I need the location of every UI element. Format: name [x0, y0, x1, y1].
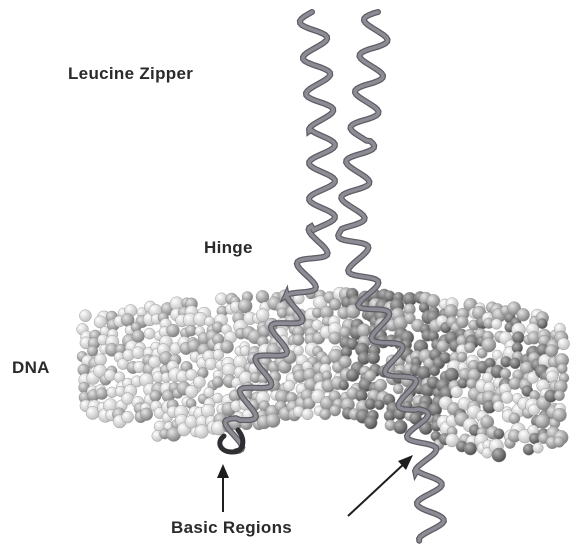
dna-atom — [375, 379, 387, 391]
dna-atom — [558, 338, 570, 350]
dna-atom — [457, 352, 467, 362]
dna-atom — [482, 338, 496, 352]
dna-atom — [294, 346, 304, 356]
dna-atom — [429, 366, 440, 377]
dna-atom — [523, 444, 534, 455]
dna-atom — [205, 358, 217, 370]
dna-atom — [284, 380, 295, 391]
dna-atom — [456, 316, 468, 328]
dna-atom — [393, 384, 403, 394]
dna-atom — [509, 413, 520, 424]
dna-atom — [256, 290, 269, 303]
dna-atom — [557, 364, 567, 374]
dna-atom — [464, 442, 477, 455]
basic-regions-label: Basic Regions — [171, 518, 292, 538]
dna-atom — [501, 392, 513, 404]
dna-atom — [293, 334, 305, 346]
dna-atom — [330, 405, 341, 416]
dna-atom — [167, 324, 180, 337]
dna-atom — [375, 400, 385, 410]
dna-atom — [87, 346, 98, 357]
dna-atom — [94, 354, 106, 366]
hinge-label: Hinge — [204, 238, 253, 258]
dna-atom — [500, 368, 511, 379]
basic-region-arrowhead-left — [217, 464, 229, 478]
dna-molecule — [77, 287, 570, 462]
dna-atom — [79, 310, 91, 322]
dna-atom — [509, 377, 521, 389]
dna-atom — [510, 358, 521, 369]
dna-atom — [238, 299, 252, 313]
dna-atom — [445, 368, 459, 382]
dna-atom — [213, 393, 223, 403]
dna-atom — [492, 448, 506, 462]
dna-atom — [355, 390, 367, 402]
dna-atom — [339, 380, 349, 390]
dna-atom — [150, 390, 161, 401]
dna-label: DNA — [12, 358, 50, 378]
dna-atom — [302, 408, 313, 419]
dna-atom — [122, 411, 134, 423]
dna-atom — [329, 332, 342, 345]
dna-atom — [140, 408, 153, 421]
dna-atom — [339, 356, 352, 369]
dna-atom — [393, 420, 407, 434]
leucine-zipper-label: Leucine Zipper — [68, 64, 193, 84]
dna-atom — [465, 342, 476, 353]
basic-region-arrow-right — [348, 462, 406, 516]
dna-atom — [340, 327, 351, 338]
dna-atom — [517, 308, 530, 321]
dna-atom — [512, 331, 524, 343]
dna-atom — [494, 429, 505, 440]
dna-atom — [367, 352, 380, 365]
dna-atom — [266, 413, 280, 427]
dna-atom — [491, 319, 502, 330]
dna-atom — [427, 294, 440, 307]
dna-atom — [132, 330, 145, 343]
arrows — [217, 455, 413, 516]
dna-atom — [148, 356, 160, 368]
dna-atom — [96, 388, 108, 400]
dna-atom — [212, 377, 223, 388]
dna-atom — [346, 369, 359, 382]
dna-atom — [444, 304, 458, 318]
dna-atom — [277, 308, 287, 318]
dna-atom — [554, 390, 564, 400]
dna-atom — [537, 318, 547, 328]
dna-atom — [132, 347, 144, 359]
dna-atom — [533, 443, 544, 454]
dna-atom — [364, 416, 377, 429]
dna-atom — [535, 414, 549, 428]
dna-atom — [221, 340, 234, 353]
dna-atom — [320, 409, 331, 420]
protein-helices — [220, 12, 444, 541]
dna-atom — [545, 345, 558, 358]
dna-atom — [553, 408, 567, 422]
dna-atom — [193, 376, 205, 388]
dna-atom — [195, 425, 209, 439]
dna-atom — [554, 437, 565, 448]
dna-atom — [365, 370, 376, 381]
dna-atom — [104, 370, 115, 381]
dna-atom — [144, 328, 155, 339]
dna-atom — [204, 387, 214, 397]
